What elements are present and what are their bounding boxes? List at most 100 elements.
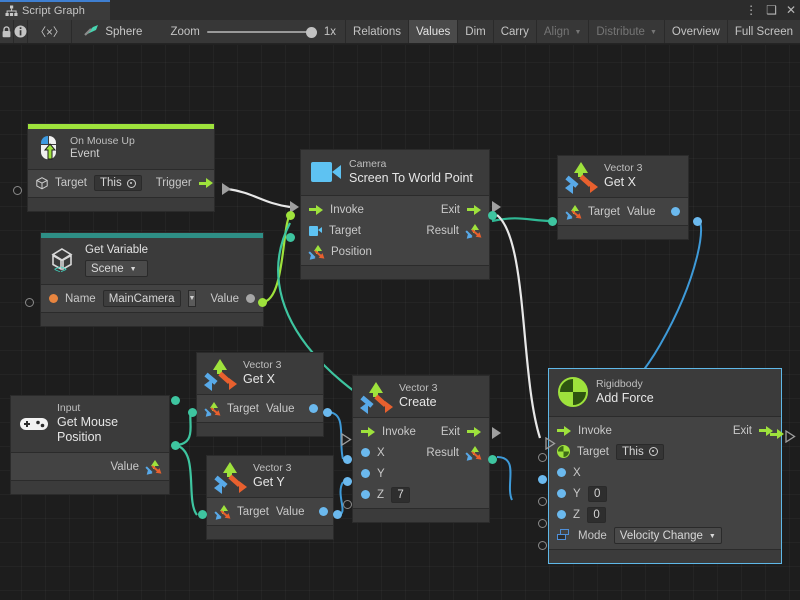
z-value-field[interactable]: 7 — [391, 487, 410, 503]
port-rb-target-ext[interactable] — [538, 453, 547, 462]
port-rb-invoke[interactable] — [536, 431, 545, 443]
variable-scope-dropdown[interactable]: Scene ▼ — [85, 260, 148, 277]
port-mouse-pos-top-ext[interactable] — [171, 396, 180, 405]
node-get-variable[interactable]: <> Get Variable Scene ▼ Name MainCamera — [40, 232, 264, 327]
toolbar-button-dim[interactable]: Dim — [458, 20, 493, 43]
object-picker-icon[interactable] — [127, 179, 136, 188]
port-rb-mode-ext[interactable] — [538, 541, 547, 550]
row-target-value[interactable]: Target Value — [197, 398, 323, 419]
target-value-pill[interactable]: This — [94, 175, 142, 191]
port-value-output[interactable] — [671, 207, 680, 216]
node-vector3-get-x-mid[interactable]: Vector 3 Get X Target Value — [196, 352, 324, 437]
port-create-exit[interactable] — [492, 427, 501, 439]
row-target[interactable]: Target This Trigger — [28, 173, 214, 194]
toolbar-button-overview[interactable]: Overview — [665, 20, 728, 43]
port-gety-value-ext[interactable] — [333, 510, 342, 519]
port-getx-mid-target-ext[interactable] — [188, 408, 197, 417]
port-create-z-ext[interactable] — [343, 500, 352, 509]
info-button[interactable] — [14, 20, 28, 43]
tab-script-graph[interactable]: Script Graph — [0, 0, 110, 20]
row-z[interactable]: Z 0 — [549, 504, 781, 525]
row-target-value[interactable]: Target Value — [207, 501, 333, 522]
variable-scope-value: Scene — [91, 263, 124, 275]
node-vector3-get-y[interactable]: Vector 3 Get Y Target Value — [206, 455, 334, 540]
row-target-result[interactable]: Target Result — [301, 220, 489, 241]
y-value-field[interactable]: 0 — [588, 486, 607, 502]
port-y-input[interactable] — [361, 469, 370, 478]
node-header: <> Get Variable Scene ▼ — [41, 238, 263, 284]
node-on-mouse-up[interactable]: On Mouse Up Event Target This — [27, 123, 215, 212]
port-stw-position[interactable] — [286, 233, 295, 242]
object-picker-icon[interactable] — [649, 447, 658, 456]
row-invoke-exit[interactable]: Invoke Exit — [353, 421, 489, 442]
row-z[interactable]: Z 7 — [353, 484, 489, 505]
node-get-mouse-position[interactable]: Input Get Mouse Position Value — [10, 395, 170, 495]
close-icon[interactable]: ✕ — [786, 4, 796, 16]
port-value-output[interactable] — [309, 404, 318, 413]
port-x-input[interactable] — [361, 448, 370, 457]
port-create-x-ext[interactable] — [343, 455, 352, 464]
port-mouse-pos-value-ext[interactable] — [171, 441, 180, 450]
port-rb-z-ext[interactable] — [538, 519, 547, 528]
port-stw-target[interactable] — [286, 211, 295, 220]
row-name[interactable]: Name MainCamera ▼ Value — [41, 288, 263, 309]
row-mode[interactable]: Mode Velocity Change ▼ — [549, 525, 781, 546]
port-stw-result[interactable] — [488, 211, 497, 220]
row-target[interactable]: Target This — [549, 441, 781, 462]
value-label: Value — [627, 206, 656, 218]
toolbar-button-values[interactable]: Values — [409, 20, 458, 43]
port-rb-y-ext[interactable] — [538, 497, 547, 506]
row-invoke-exit[interactable]: Invoke Exit — [549, 420, 781, 441]
force-mode-dropdown[interactable]: Velocity Change ▼ — [614, 527, 722, 544]
z-value-field[interactable]: 0 — [587, 507, 606, 523]
port-on-mouse-up-target[interactable] — [13, 186, 22, 195]
row-value[interactable]: Value — [11, 456, 169, 477]
port-on-mouse-up-trigger[interactable] — [222, 183, 231, 195]
node-rigidbody-add-force[interactable]: Rigidbody Add Force Invoke Exit Target T… — [548, 368, 782, 564]
lock-button[interactable] — [0, 20, 14, 43]
port-get-variable-name-ext[interactable] — [25, 298, 34, 307]
code-toggle-button[interactable]: 〈×〉 — [28, 20, 73, 43]
zoom-slider-knob[interactable] — [306, 27, 317, 38]
graph-canvas[interactable]: On Mouse Up Event Target This — [0, 45, 800, 600]
node-vector3-create[interactable]: Vector 3 Create Invoke Exit X Result — [352, 375, 490, 523]
toolbar-button-distribute[interactable]: Distribute ▼ — [589, 20, 665, 43]
port-getx-mid-value-ext[interactable] — [323, 408, 332, 417]
row-x-result[interactable]: X Result — [353, 442, 489, 463]
row-x[interactable]: X — [549, 462, 781, 483]
port-name-input[interactable] — [49, 294, 58, 303]
port-rb-x-ext[interactable] — [538, 475, 547, 484]
port-gety-target-ext[interactable] — [198, 510, 207, 519]
target-value-pill[interactable]: This — [616, 444, 664, 460]
row-target-value[interactable]: Target Value — [558, 201, 688, 222]
variable-name-dropdown-button[interactable]: ▼ — [188, 290, 197, 307]
port-y-input[interactable] — [557, 489, 566, 498]
port-create-y-ext[interactable] — [343, 477, 352, 486]
row-y[interactable]: Y 0 — [549, 483, 781, 504]
object-selector[interactable]: Sphere — [72, 20, 152, 43]
node-screen-to-world-point[interactable]: Camera Screen To World Point Invoke Exit… — [300, 149, 490, 280]
toolbar-button-relations[interactable]: Relations — [346, 20, 409, 43]
zoom-control[interactable]: Zoom 1x — [152, 20, 346, 43]
node-vector3-get-x-top[interactable]: Vector 3 Get X Target Value — [557, 155, 689, 240]
maximize-icon[interactable]: ❑ — [766, 4, 777, 16]
port-value-output[interactable] — [319, 507, 328, 516]
toolbar-button-full-screen[interactable]: Full Screen — [728, 20, 800, 43]
port-value-output[interactable] — [246, 294, 255, 303]
port-get-variable-value-ext[interactable] — [258, 298, 267, 307]
toolbar-button-align[interactable]: Align ▼ — [537, 20, 590, 43]
row-position[interactable]: Position — [301, 241, 489, 262]
port-getx-top-target-ext[interactable] — [548, 217, 557, 226]
row-invoke-exit[interactable]: Invoke Exit — [301, 199, 489, 220]
kebab-menu-icon[interactable]: ⋮ — [745, 4, 757, 16]
port-rb-exit[interactable] — [785, 430, 796, 443]
zoom-slider[interactable] — [207, 26, 317, 38]
port-z-input[interactable] — [361, 490, 370, 499]
toolbar-button-carry[interactable]: Carry — [494, 20, 537, 43]
port-z-input[interactable] — [557, 510, 566, 519]
port-getx-top-value-ext[interactable] — [693, 217, 702, 226]
row-y[interactable]: Y — [353, 463, 489, 484]
port-create-result-ext[interactable] — [488, 455, 497, 464]
port-x-input[interactable] — [557, 468, 566, 477]
variable-name-field[interactable]: MainCamera — [103, 290, 181, 307]
